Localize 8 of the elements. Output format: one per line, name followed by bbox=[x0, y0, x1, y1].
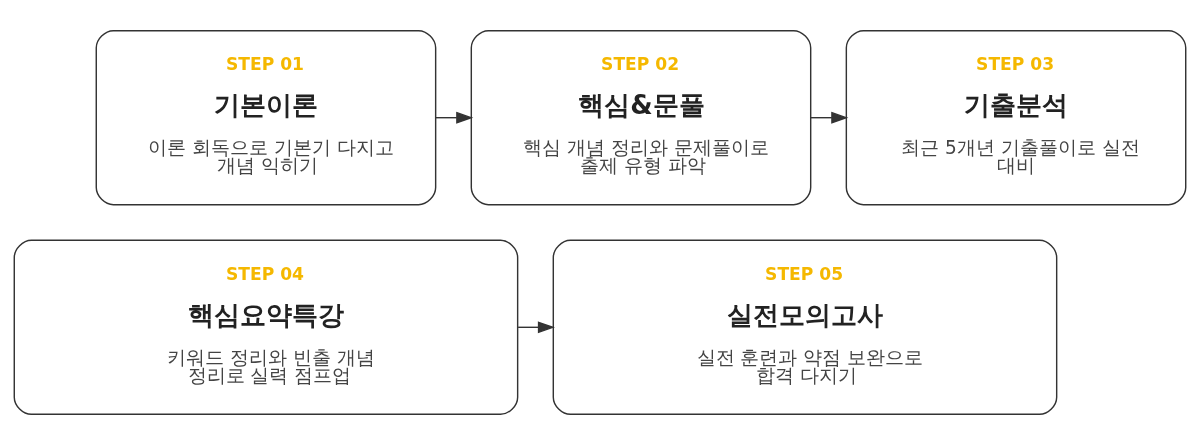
node-box: STEP 03 기출분석 최근 5개년 기출풀이로 실전 대비 bbox=[845, 29, 1187, 205]
arrow bbox=[810, 111, 849, 124]
node-box: STEP 04 핵심요약특강 키워드 정리와 빈출 개념 정리로 실력 점프업 bbox=[13, 239, 519, 415]
arrow bbox=[435, 111, 474, 124]
node-box: STEP 05 실전모의고사 실전 훈련과 약점 보완으로 합격 다지기 bbox=[552, 239, 1058, 415]
node-box: STEP 02 핵심&문풀 핵심 개념 정리와 문제풀이로 출제 유형 파악 bbox=[470, 29, 812, 205]
arrow bbox=[517, 320, 555, 333]
node-box: STEP 01 기본이론 이론 회독으로 기본기 다지고 개념 익히기 bbox=[95, 29, 437, 205]
